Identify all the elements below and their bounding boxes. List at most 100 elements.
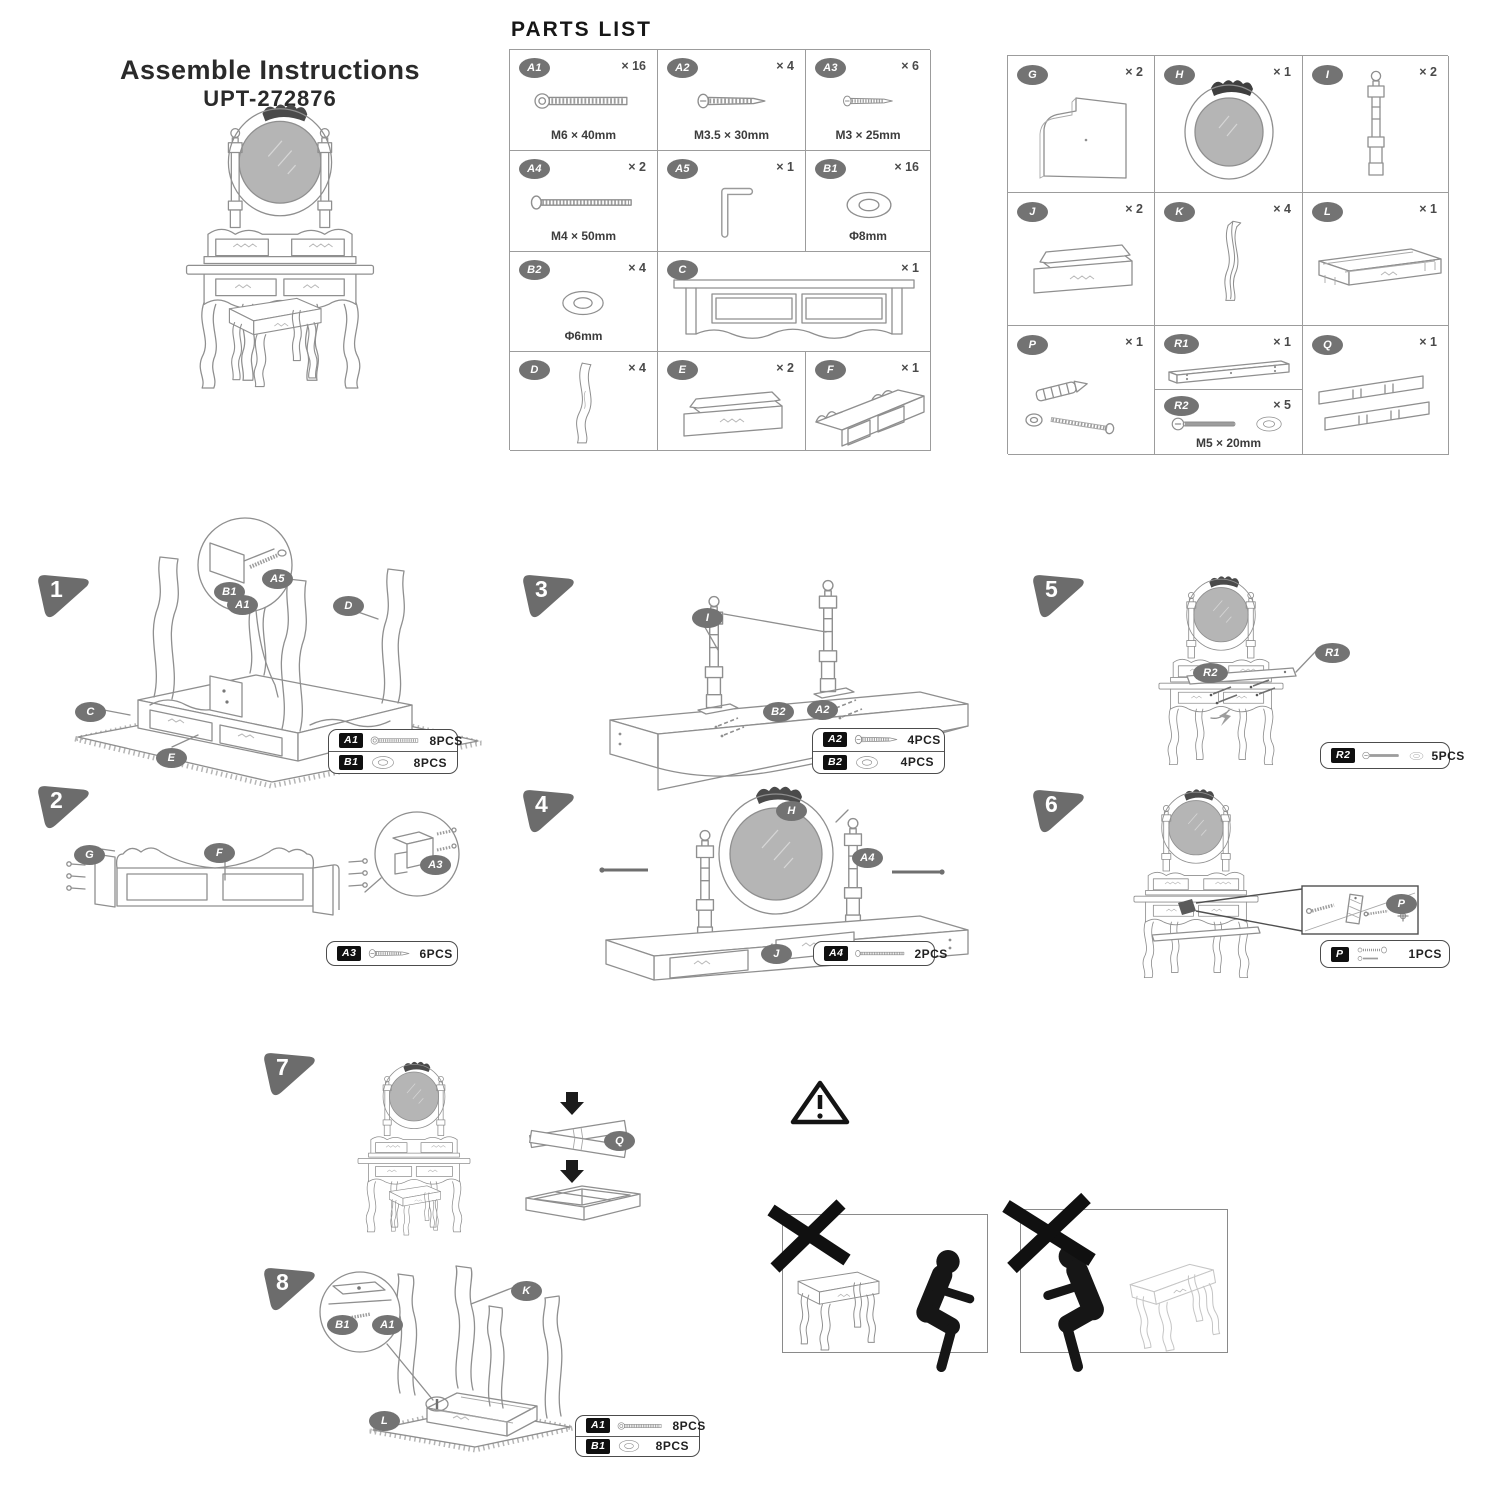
parts-grid-left: A1 × 16 M6 × 40mm A2 × 4 M3.5 × 30mm A3 … <box>509 49 931 451</box>
hardware-row: A1 8PCS <box>329 730 462 751</box>
callout-badge-g: G <box>74 845 105 865</box>
step-number: 4 <box>535 791 548 817</box>
x-mark-icon <box>767 1199 851 1273</box>
part-cell-l: L × 1 <box>1303 193 1449 326</box>
page-title: Assemble Instructions <box>119 55 421 85</box>
part-badge: G <box>1017 65 1048 85</box>
callout-badge-i: I <box>692 608 723 628</box>
part-size: M5 × 20mm <box>1195 436 1262 450</box>
step-8-badge: 8 <box>262 1265 320 1313</box>
part-cell-f: F × 1 <box>806 352 931 451</box>
part-size: Φ8mm <box>849 229 887 243</box>
part-cell-e: E × 2 <box>658 352 806 451</box>
part-qty: × 2 <box>1125 202 1143 216</box>
part-badge: F <box>815 360 846 380</box>
step-number: 5 <box>1045 576 1058 602</box>
warning-triangle-icon <box>790 1080 850 1125</box>
callout-badge-q: Q <box>604 1131 635 1151</box>
step-3-hardware-box: A2 4PCS B2 4PCS <box>812 728 945 774</box>
support-bar-drawing <box>1168 360 1290 384</box>
part-badge: A3 <box>815 58 846 78</box>
part-cell-k: K × 4 <box>1155 193 1303 326</box>
shelf-drawer-drawing <box>1033 244 1133 294</box>
bolt-icon <box>1362 751 1402 760</box>
bolt-icon <box>1171 416 1241 432</box>
callout-badge-c: C <box>75 702 106 722</box>
part-cell-c: C × 1 <box>658 252 931 352</box>
step-2-badge: 2 <box>36 783 94 831</box>
part-cell-a4: A4 × 2 M4 × 50mm <box>510 151 658 252</box>
hw-qty: 8PCS <box>655 1439 689 1454</box>
callout-badge-b2: B2 <box>763 702 794 722</box>
part-cell-p: P × 1 <box>1008 326 1155 455</box>
machine-screw-icon <box>370 735 422 746</box>
step-number: 6 <box>1045 791 1058 817</box>
part-qty: × 2 <box>776 361 794 375</box>
side-panel-drawing <box>1039 97 1127 179</box>
step-badge-shape <box>1031 787 1089 835</box>
part-badge: A4 <box>519 159 550 179</box>
part-qty: × 1 <box>1273 335 1291 349</box>
step-6-badge: 6 <box>1031 787 1089 835</box>
part-cell-i: I × 2 <box>1303 56 1449 193</box>
part-badge: R2 <box>1164 396 1199 416</box>
step-number: 3 <box>535 576 548 602</box>
part-size: M3 × 25mm <box>835 128 901 142</box>
part-qty: × 1 <box>1273 65 1291 79</box>
part-cell-q: Q × 1 <box>1303 326 1449 455</box>
step-7-badge: 7 <box>262 1050 320 1098</box>
step-number: 2 <box>50 787 63 813</box>
callout-badge-e: E <box>156 748 187 768</box>
part-cell-r2: R2 × 5 M5 × 20mm <box>1155 390 1303 455</box>
step-5-badge: 5 <box>1031 572 1089 620</box>
step-badge-shape <box>262 1265 320 1313</box>
allen-key-icon <box>710 179 756 245</box>
part-badge: H <box>1164 65 1195 85</box>
step-badge-shape <box>521 787 579 835</box>
part-size: M4 × 50mm <box>550 229 617 243</box>
step-number: 8 <box>276 1269 289 1295</box>
part-badge: A1 <box>519 58 550 78</box>
hw-tag: A3 <box>337 946 362 961</box>
tapping-screw-icon <box>368 948 412 959</box>
tapping-screw-icon <box>696 92 770 110</box>
part-badge: C <box>667 260 698 280</box>
part-badge: B1 <box>815 159 846 179</box>
stool-leg-drawing <box>1224 220 1242 301</box>
hardware-row: P 1PCS <box>1321 941 1449 967</box>
part-cell-a3: A3 × 6 M3 × 25mm <box>806 50 931 151</box>
long-screw-icon <box>855 949 907 958</box>
callout-badge-h: H <box>776 801 807 821</box>
part-qty: × 4 <box>776 59 794 73</box>
part-badge: J <box>1017 202 1048 222</box>
callout-badge-k: K <box>511 1281 542 1301</box>
part-qty: × 6 <box>901 59 919 73</box>
part-cell-b1: B1 × 16 Φ8mm <box>806 151 931 252</box>
small-screw-icon <box>842 94 896 108</box>
part-badge: R1 <box>1164 334 1199 354</box>
part-cell-r1: R1 × 1 <box>1155 326 1303 390</box>
part-badge: P <box>1017 335 1048 355</box>
part-cell-h: H × 1 <box>1155 56 1303 193</box>
step-1-badge: 1 <box>36 572 94 620</box>
table-body-drawing <box>673 279 915 339</box>
callout-badge-a4: A4 <box>852 848 883 868</box>
hw-qty: 8PCS <box>429 733 463 748</box>
callout-badge-r2: R2 <box>1193 663 1228 683</box>
hw-tag: A2 <box>823 732 848 748</box>
step-8-diagram <box>319 1265 574 1453</box>
callout-badge-j: J <box>761 944 792 964</box>
part-badge: K <box>1164 202 1195 222</box>
step-5-hardware-box: R2 5PCS <box>1320 742 1464 769</box>
part-qty: × 4 <box>628 261 646 275</box>
part-size: Φ6mm <box>564 329 603 343</box>
hw-qty: 4PCS <box>900 755 934 770</box>
part-size: M3.5 × 30mm <box>693 128 770 142</box>
stool-seat-drawing <box>1318 248 1442 286</box>
part-qty: × 5 <box>1273 398 1291 412</box>
step-4-badge: 4 <box>521 787 579 835</box>
step-badge-shape <box>521 572 579 620</box>
part-qty: × 1 <box>901 261 919 275</box>
step-4-hardware-box: A4 2PCS <box>813 941 947 966</box>
mirror-post-drawing <box>1358 68 1394 182</box>
